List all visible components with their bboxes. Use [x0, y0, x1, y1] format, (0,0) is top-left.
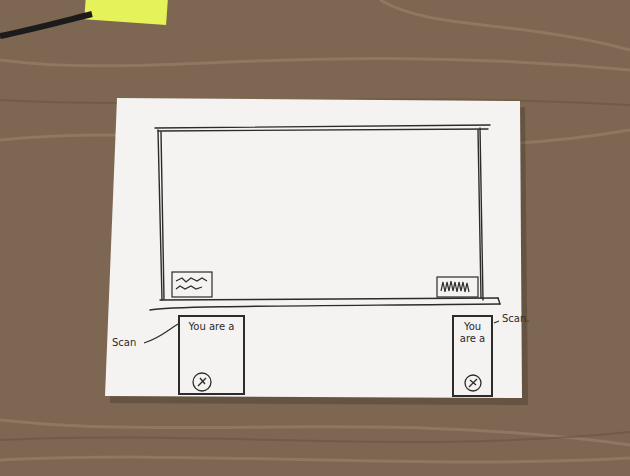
button-icons — [193, 373, 481, 391]
kiosk-prompt: You are a — [180, 317, 243, 333]
sticky-note — [84, 0, 168, 25]
wood-grain — [0, 0, 630, 462]
paper-sheet — [105, 98, 522, 398]
kiosk-prompt: You are a — [454, 317, 491, 345]
screen-sketch — [150, 125, 500, 310]
scan-label: Scan — [112, 337, 136, 348]
speaker-scribbles — [172, 272, 478, 297]
kiosk-box: You are a — [178, 315, 245, 395]
kiosk-box: You are a — [452, 315, 493, 397]
cable — [0, 14, 92, 36]
scan-label: Scan. — [502, 313, 530, 324]
